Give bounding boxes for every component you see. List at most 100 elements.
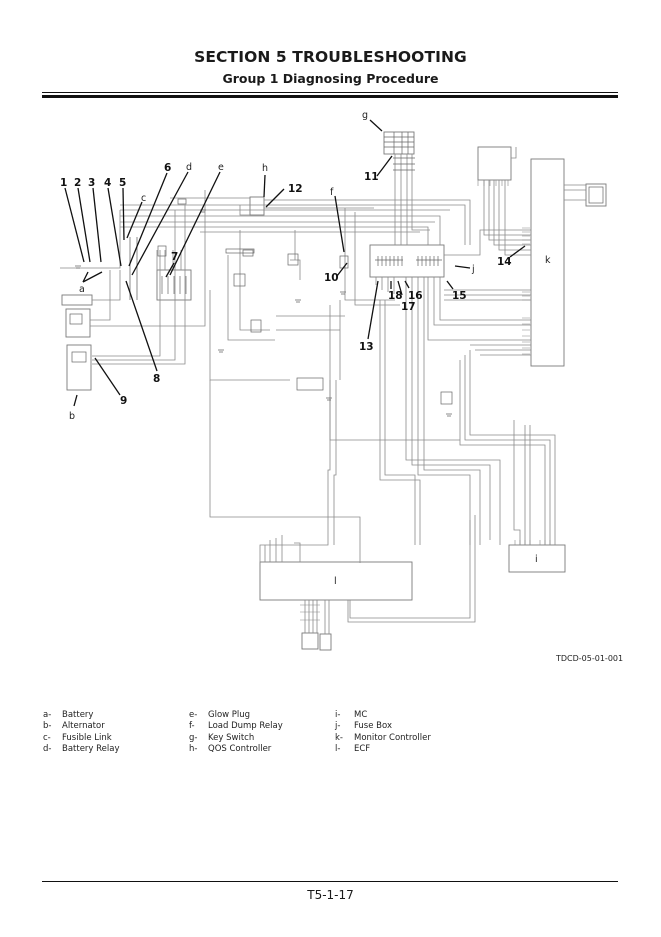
legend-key: b- [43, 721, 52, 732]
legend-key: l- [335, 743, 341, 754]
component-letters: a b c d e f g h i j k l [69, 110, 551, 587]
callout-arrows [64, 119, 526, 407]
letter-f: f [330, 187, 334, 198]
legend-label: Load Dump Relay [208, 721, 283, 732]
callout-5: 5 [119, 177, 126, 189]
callout-3: 3 [88, 177, 95, 189]
legend-label: Key Switch [208, 732, 255, 743]
legend-item: k- Monitor Controller [335, 733, 431, 744]
wire-harness [60, 147, 586, 634]
ecf-connector-box-1 [301, 632, 319, 650]
legend-label: Fuse Box [354, 721, 392, 732]
letter-b: b [69, 411, 75, 422]
legend-label: MC [354, 710, 368, 720]
legend-label: Glow Plug [208, 710, 251, 720]
callout-18: 18 [388, 290, 403, 302]
header-rule-thick [42, 95, 618, 98]
callout-8: 8 [153, 373, 160, 385]
monitor-controller-box [530, 158, 565, 367]
key-switch-grid-lines [384, 132, 415, 171]
legend-column-2: e- Glow Plug f- Load Dump Relay g- Key Swit… [189, 710, 283, 755]
legend-label: Battery Relay [62, 743, 120, 754]
key-switch-grid [383, 131, 415, 155]
legend-item: i- MC [335, 710, 431, 721]
legend-item: j-Fuse Box [335, 721, 431, 732]
section-title: SECTION 5 TROUBLESHOOTING [194, 48, 467, 66]
callout-14: 14 [497, 256, 512, 268]
callout-numbers: 1 2 3 4 5 6 7 8 9 10 11 12 13 14 15 16 1… [60, 162, 512, 407]
legend-key: d- [43, 743, 52, 754]
legend-key: i- [335, 710, 341, 720]
glow-plug-box [156, 269, 192, 301]
legend-item: d- Battery Relay [43, 744, 120, 755]
fuse-marks [375, 256, 442, 266]
letter-k: k [545, 255, 551, 266]
letter-d: d [186, 162, 192, 173]
footer-rule [42, 881, 618, 882]
header-rule-thin [42, 92, 618, 93]
group-title: Group 1 Diagnosing Procedure [222, 71, 439, 86]
callout-13: 13 [359, 341, 374, 353]
relay-symbols [69, 198, 453, 405]
connector-pin-ticks [300, 180, 551, 621]
fuse-box [369, 244, 445, 278]
legend-label: Battery [62, 710, 94, 720]
legend-key: c- [43, 732, 51, 743]
alternator-box [66, 344, 92, 391]
callout-7: 7 [171, 251, 178, 263]
legend-label: Alternator [62, 721, 105, 732]
glow-plug-coils [161, 276, 187, 294]
letter-e: e [218, 162, 224, 173]
callout-15: 15 [452, 290, 467, 302]
legend-label: Fusible Link [62, 732, 112, 743]
starter-relay-box [65, 308, 91, 338]
legend-item: a- Battery [43, 710, 120, 721]
letter-h: h [262, 163, 268, 174]
callout-9: 9 [120, 395, 127, 407]
letter-c: c [141, 193, 146, 204]
callout-12: 12 [288, 183, 303, 195]
ecf-connector-box-2 [319, 633, 332, 651]
legend-item: l- ECF [335, 744, 431, 755]
legend-label: ECF [354, 743, 371, 754]
legend-item: f- Load Dump Relay [189, 721, 283, 732]
callout-6: 6 [164, 162, 171, 174]
letter-j: j [471, 264, 475, 275]
upper-connector-box [477, 146, 512, 181]
callout-17: 17 [401, 301, 416, 313]
legend-label: Monitor Controller [354, 732, 431, 743]
legend-label: QOS Controller [208, 743, 272, 754]
figure-id: TDCD-05-01-001 [556, 654, 624, 663]
legend-item: h-QOS Controller [189, 744, 283, 755]
letter-i: i [535, 554, 538, 565]
callout-4: 4 [104, 177, 111, 189]
callout-11: 11 [364, 171, 379, 183]
legend-key: g- [189, 732, 198, 743]
callout-1: 1 [60, 177, 67, 189]
monitor-display-box [585, 183, 607, 207]
legend-item: b- Alternator [43, 721, 120, 732]
letter-l: l [334, 576, 337, 587]
callout-2: 2 [74, 177, 81, 189]
ground-symbols [75, 209, 452, 417]
legend-key: f- [189, 721, 195, 732]
letter-a: a [79, 284, 85, 295]
letter-g: g [362, 110, 368, 121]
callout-10: 10 [324, 272, 339, 284]
legend-item: g- Key Switch [189, 733, 283, 744]
monitor-screen [588, 186, 604, 204]
mc-box [508, 544, 566, 573]
legend-key: e- [189, 710, 198, 720]
ecf-box [259, 561, 413, 601]
legend-key: k- [335, 732, 343, 743]
legend-key: a- [43, 710, 52, 720]
legend-item: c- Fusible Link [43, 733, 120, 744]
qos-controller-box [249, 196, 265, 216]
wiring-schematic: 1 2 3 4 5 6 7 8 9 10 11 12 13 14 15 16 1… [60, 110, 607, 651]
starter-box [61, 294, 93, 306]
legend-column-1: a- Battery b- Alternator c- Fusible Link d-… [43, 710, 120, 755]
legend-column-3: i- MC j-Fuse Box k- Monitor Controller l- E… [335, 710, 431, 755]
legend-item: e- Glow Plug [189, 710, 283, 721]
page-number: T5-1-17 [307, 888, 354, 902]
callout-16: 16 [408, 290, 423, 302]
